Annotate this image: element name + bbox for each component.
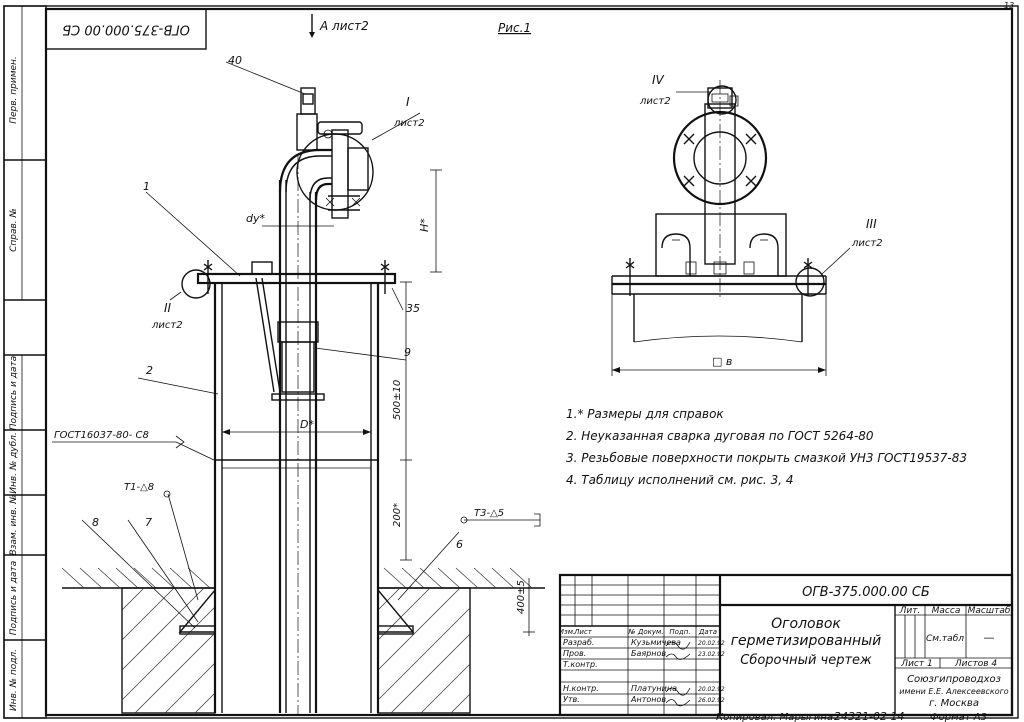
callout-8: 8 (92, 516, 99, 529)
row-date: 23.02.92 (698, 651, 725, 658)
row-date: 26.02.92 (698, 697, 725, 704)
callout-7: 7 (145, 516, 152, 529)
hdr-izm: Изм. (559, 628, 575, 636)
title-block (558, 573, 1014, 717)
hdr-doc: № Докум. (627, 628, 663, 636)
title-designation: ОГВ-375.000.00 СБ (802, 585, 930, 600)
side-stamp (3, 5, 47, 719)
hdr-sign: Подп. (669, 628, 690, 636)
scale-value: — (984, 631, 995, 644)
dim-b: □ в (712, 355, 732, 368)
row-name: Баярнов (631, 649, 666, 658)
callout-6: 6 (456, 538, 463, 551)
callout-2: 2 (146, 364, 153, 377)
row-name: Кузьмичева (631, 638, 681, 647)
weld-note-3: Т3-△5 (474, 508, 504, 519)
footer-copied: Копировал: Марыгина (716, 712, 833, 722)
title-name-2: герметизированный (731, 633, 882, 649)
col-mass: Масса (932, 606, 961, 616)
row-name: Платунина (631, 684, 677, 693)
org-line-1: Союзгипроводхоз (907, 674, 1001, 685)
row-role: Разраб. (563, 638, 594, 647)
notes: 1.* Размеры для справок 2. Неуказанная с… (566, 407, 967, 487)
dim-500: 500±10 (392, 380, 403, 420)
footer-format: Формат А3 (930, 712, 987, 722)
mass-value: См.табл (926, 634, 964, 644)
row-role: Утв. (563, 695, 580, 704)
main-section-view (52, 61, 545, 715)
view-a-marker: А лист2 (309, 14, 369, 38)
outer-frame (3, 5, 1019, 719)
view-IV-sheet: лист2 (639, 96, 671, 107)
title-name-1: Оголовок (771, 616, 841, 632)
row-role: Т.контр. (563, 660, 598, 669)
callout-9: 9 (404, 346, 411, 359)
view-II-num: II (164, 301, 172, 315)
weld-note-2: Т1-△8 (124, 482, 154, 493)
callout-40: 40 (228, 54, 242, 67)
page-number: 13 (1004, 1, 1014, 10)
hdr-date: Дата (698, 628, 717, 636)
col-lit: Лит. (899, 606, 921, 616)
dim-dy: dy* (246, 212, 265, 225)
col-scale: Масштаб (968, 606, 1011, 616)
row-date: 20.02.92 (698, 640, 725, 647)
callout-1: 1 (143, 180, 150, 193)
stamp-orig-inv: Инв. № подл. (9, 649, 19, 711)
view-III-sheet: лист2 (851, 238, 883, 249)
dim-h: H* (418, 218, 431, 232)
svg-text:А лист2: А лист2 (319, 19, 369, 33)
hdr-list: Лист (573, 628, 593, 636)
stamp-first-use: Перв. примен. (9, 56, 19, 124)
view-I-num: I (406, 95, 410, 109)
footer-number: 24321-02 14 (834, 710, 904, 722)
note-4: 4. Таблицу исполнений см. рис. 3, 4 (566, 473, 793, 487)
stamp-sign-date-1: Подпись и дата (9, 356, 19, 431)
row-role: Н.контр. (563, 684, 599, 693)
view-I-sheet: лист2 (393, 118, 425, 129)
title-name-3: Сборочный чертеж (740, 653, 872, 668)
view-III-num: III (866, 217, 877, 231)
stamp-dup-inv: Инв. № дубл. (9, 432, 19, 494)
view-II-sheet: лист2 (151, 320, 183, 331)
note-3: 3. Резьбовые поверхности покрыть смазкой… (566, 451, 967, 465)
dim-d: D* (300, 418, 314, 431)
dim-200: 200* (392, 503, 403, 527)
stamp-sign-date-2: Подпись и дата (9, 561, 19, 636)
weld-note-1: ГОСТ16037-80- С8 (54, 430, 149, 441)
stamp-reference: Справ. № (9, 208, 19, 252)
dim-400: 400±5 (516, 580, 527, 614)
org-line-3: г. Москва (929, 698, 979, 709)
figure-label: Рис.1 (498, 21, 531, 35)
row-name: Антонов (630, 695, 666, 704)
sheet-label: Лист 1 (900, 659, 932, 669)
sheets-label: Листов 4 (954, 659, 997, 669)
row-role: Пров. (563, 649, 586, 658)
row-date: 20.02.92 (698, 686, 725, 693)
stamp-replace-inv: Взам. инв. № (9, 494, 19, 555)
side-view (611, 80, 851, 376)
note-1: 1.* Размеры для справок (566, 407, 724, 421)
signatures (665, 641, 691, 707)
note-2: 2. Неуказанная сварка дуговая по ГОСТ 52… (566, 429, 874, 443)
view-IV-num: IV (652, 73, 665, 87)
callout-35: 35 (406, 302, 420, 315)
rotated-doc-code: ОГВ-375.000.00 СБ (62, 22, 190, 37)
org-line-2: имени Е.Е. Алексеевского (899, 687, 1008, 696)
